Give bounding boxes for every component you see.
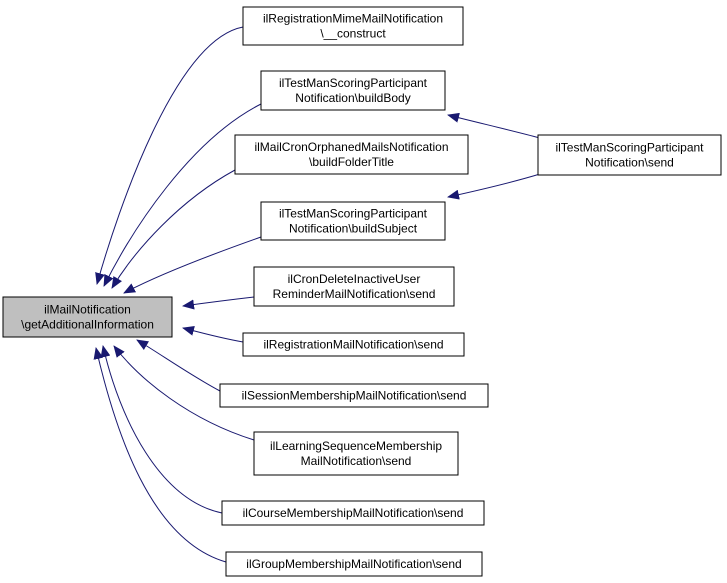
nodes-layer: ilMailNotification\getAdditionalInformat… [2,6,722,577]
node-box [225,551,483,577]
node-n1[interactable]: ilRegistrationMimeMailNotification\__con… [242,6,464,46]
node-label-line: ilMailCronOrphanedMailsNotification [254,140,448,154]
node-label-line: ilGroupMembershipMailNotification\send [246,557,461,571]
node-n5[interactable]: ilCronDeleteInactiveUserReminderMailNoti… [253,266,455,307]
node-box [242,6,464,46]
node-label-line: ilMailNotification [44,303,131,317]
node-box [260,201,446,241]
edge-n2-root [103,103,262,287]
node-label-line: Notification\buildSubject [289,222,418,236]
node-n8[interactable]: ilLearningSequenceMembershipMailNotifica… [253,431,459,476]
edge-n7-root [136,339,221,392]
node-label-line: ilTestManScoringParticipant [279,76,428,90]
node-n3[interactable]: ilMailCronOrphanedMailsNotification\buil… [234,134,469,175]
node-box [537,134,722,176]
node-n4[interactable]: ilTestManScoringParticipantNotification\… [260,201,446,241]
node-root[interactable]: ilMailNotification\getAdditionalInformat… [2,296,173,338]
node-n9[interactable]: ilCourseMembershipMailNotification\send [221,500,485,526]
node-label-line: \buildFolderTitle [309,155,394,169]
node-label-line: ReminderMailNotification\send [273,287,436,301]
edges-layer [93,26,541,563]
node-label-line: MailNotification\send [301,454,412,468]
node-box [242,332,465,357]
node-label-line: \getAdditionalInformation [21,318,154,332]
edge-n9-root [100,345,223,514]
node-label-line: Notification\send [585,156,674,170]
node-label-line: ilTestManScoringParticipant [279,207,428,221]
edge-n10-root [93,347,227,563]
node-box [253,431,459,476]
node-box [2,296,173,338]
node-label-line: \__construct [320,27,386,41]
node-n6[interactable]: ilRegistrationMailNotification\send [242,332,465,357]
edge-n1-root [95,26,244,285]
node-label-line: ilCronDeleteInactiveUser [288,272,421,286]
node-label-line: ilLearningSequenceMembership [270,439,442,453]
edge-n11-n4 [447,173,541,200]
node-n10[interactable]: ilGroupMembershipMailNotification\send [225,551,483,577]
edge-n5-root [182,296,255,310]
node-label-line: ilTestManScoringParticipant [555,141,704,155]
node-label-line: ilRegistrationMailNotification\send [263,338,443,352]
node-box [260,70,446,111]
node-box [253,266,455,307]
node-n11[interactable]: ilTestManScoringParticipantNotification\… [537,134,722,176]
edge-n4-root [123,236,262,294]
edge-n11-n2 [447,112,541,139]
node-n2[interactable]: ilTestManScoringParticipantNotification\… [260,70,446,111]
node-box [234,134,469,175]
node-label-line: Notification\buildBody [295,91,410,105]
edge-n6-root [182,325,244,343]
edge-n8-root [113,345,255,441]
node-label-line: ilRegistrationMimeMailNotification [263,12,443,26]
node-label-line: ilCourseMembershipMailNotification\send [243,506,464,520]
edge-n3-root [111,169,236,289]
node-box [219,383,489,408]
node-n7[interactable]: ilSessionMembershipMailNotification\send [219,383,489,408]
node-label-line: ilSessionMembershipMailNotification\send [242,389,467,403]
node-box [221,500,485,526]
